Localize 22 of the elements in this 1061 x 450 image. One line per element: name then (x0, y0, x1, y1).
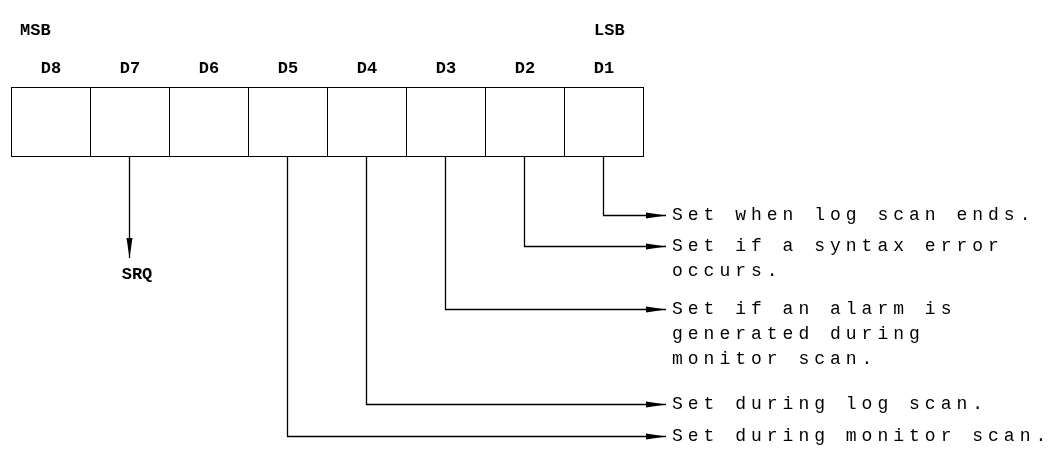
arrow (602, 156, 667, 219)
bit-name: D2 (514, 60, 536, 77)
bit-name: D4 (356, 60, 378, 77)
bit-name: D6 (198, 60, 220, 77)
arrow (365, 156, 667, 408)
bit-name: D8 (40, 60, 62, 77)
arrow (444, 156, 667, 313)
bit-description: Set if a syntax error occurs. (672, 235, 1005, 283)
bit-description: Set during monitor scan. (672, 425, 1053, 448)
bit-name: D7 (119, 60, 141, 77)
bit-name: D3 (435, 60, 457, 77)
bit-description: Set during log scan. (672, 393, 990, 416)
bit-name: D5 (277, 60, 299, 77)
bit-description: Set if an alarm is generated during monitor scan. (672, 298, 958, 371)
bit-description: Set when log scan ends. (672, 204, 1037, 227)
bit-name: D1 (593, 60, 615, 77)
arrow (523, 156, 667, 250)
arrow (126, 156, 133, 259)
bit-order-label: MSB (20, 22, 51, 39)
signal-name: SRQ (120, 264, 154, 286)
bit-order-label: LSB (594, 22, 625, 39)
arrow (286, 156, 667, 440)
